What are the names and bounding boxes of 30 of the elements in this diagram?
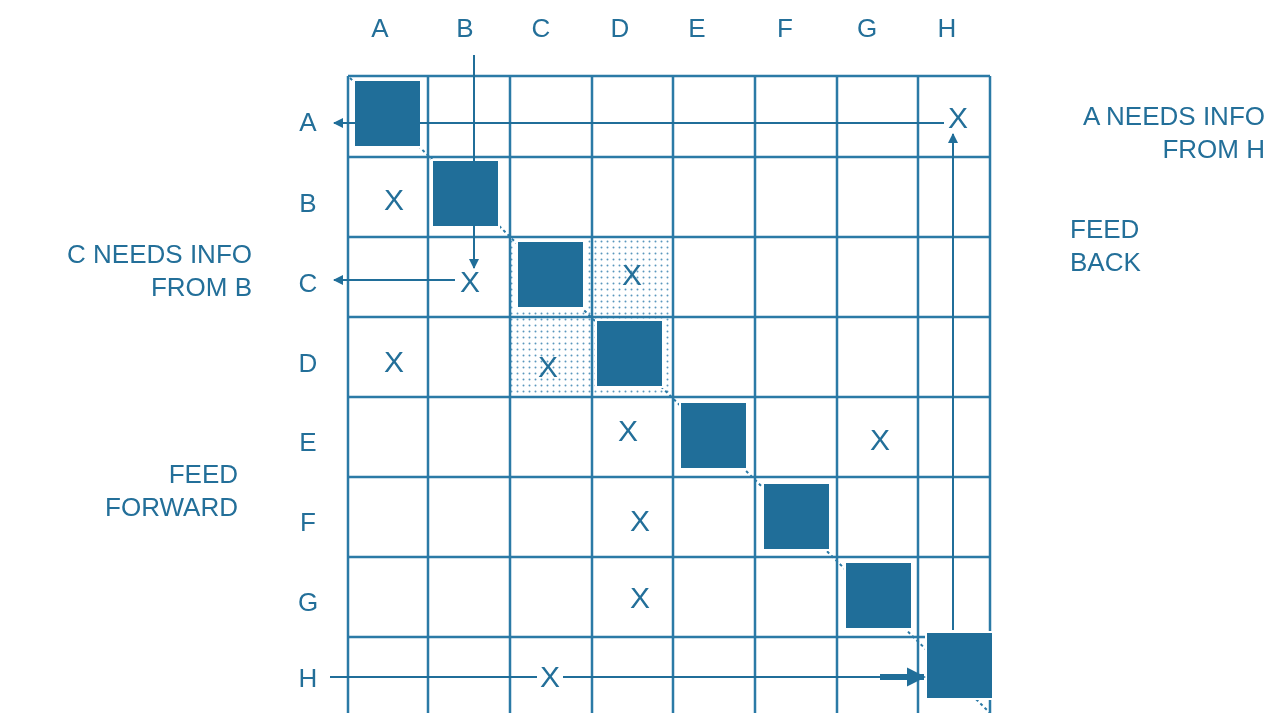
row-header: D — [298, 346, 318, 380]
column-header: C — [531, 11, 551, 45]
row-header: F — [300, 505, 316, 539]
dependency-mark: X — [622, 260, 642, 290]
column-header: F — [777, 11, 793, 45]
column-header: E — [688, 11, 706, 45]
dependency-mark: X — [384, 347, 404, 377]
dependency-mark: X — [870, 425, 890, 455]
row-header: E — [299, 425, 317, 459]
dependency-mark: X — [630, 583, 650, 613]
column-header: B — [456, 11, 474, 45]
row-header: G — [297, 585, 319, 619]
dependency-mark: X — [384, 185, 404, 215]
dependency-mark: X — [948, 103, 968, 133]
column-header: G — [856, 11, 878, 45]
row-header: H — [298, 661, 318, 695]
dependency-mark: X — [460, 267, 480, 297]
row-header: C — [298, 266, 318, 300]
annotation-text: FEED FORWARD — [104, 458, 238, 524]
dependency-mark: X — [538, 352, 558, 382]
column-header: D — [610, 11, 630, 45]
dependency-mark: X — [630, 506, 650, 536]
row-header: A — [299, 105, 317, 139]
dependency-mark: X — [618, 416, 638, 446]
column-header: A — [371, 11, 389, 45]
annotation-text: FEED BACK — [1070, 213, 1142, 279]
annotation-text: A NEEDS INFO FROM H — [1081, 100, 1265, 166]
row-header: B — [299, 186, 317, 220]
column-header: H — [937, 11, 957, 45]
annotation-text: C NEEDS INFO FROM B — [66, 238, 252, 304]
